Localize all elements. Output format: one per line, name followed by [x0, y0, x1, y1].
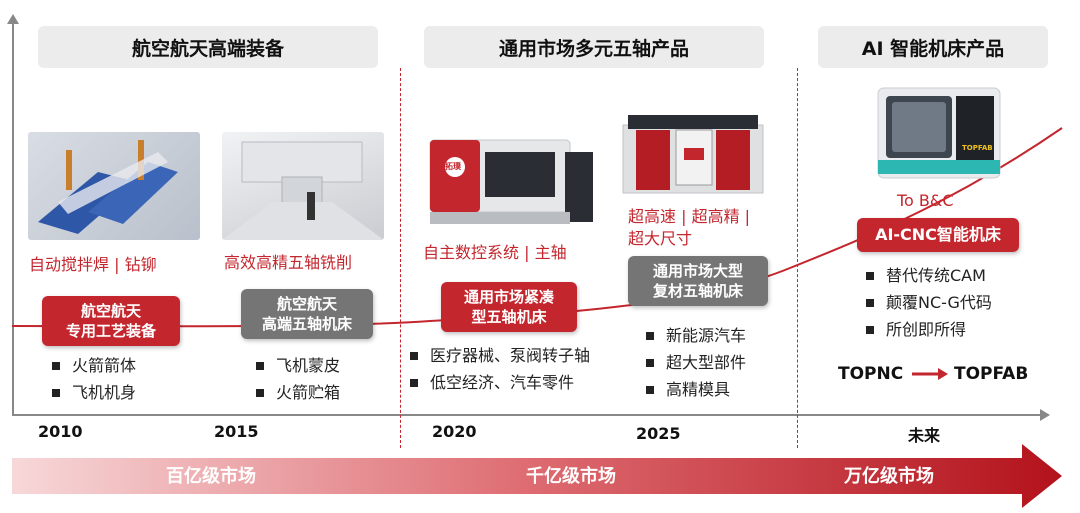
- list-item: 所创即所得: [866, 316, 992, 343]
- bullets-aerospace-five-axis: 飞机蒙皮 火箭贮箱: [256, 352, 340, 406]
- bullets-aerospace-process: 火箭箭体 飞机机身: [52, 352, 136, 406]
- market-arrow: [12, 444, 1062, 508]
- timeline-axis-arrow: [1040, 409, 1050, 421]
- feature-five-axis-milling: 高效高精五轴铣削: [224, 253, 353, 272]
- feature-cnc-system: 自主数控系统 | 主轴: [423, 243, 567, 262]
- vertical-axis-arrow: [7, 14, 19, 24]
- friction-welding-image: [28, 132, 200, 240]
- list-item: 火箭箭体: [52, 352, 136, 379]
- list-item: 替代传统CAM: [866, 262, 992, 289]
- bullets-large-composite: 新能源汽车 超大型部件 高精模具: [646, 322, 746, 403]
- milestone-ai-cnc: AI-CNC智能机床: [857, 218, 1019, 252]
- market-hundred-billion: 百亿级市场: [166, 466, 256, 487]
- milestone-aerospace-five-axis: 航空航天高端五轴机床: [241, 289, 373, 339]
- ai-cnc-machine-image: TOPFAB: [872, 82, 1006, 184]
- list-item: 颠覆NC-G代码: [866, 289, 992, 316]
- year-future: 未来: [908, 426, 941, 445]
- machine-logo-left: 拓璞: [445, 162, 461, 171]
- section-ai-machine: AI 智能机床产品: [818, 26, 1048, 68]
- year-2015: 2015: [214, 422, 259, 441]
- section-general-market: 通用市场多元五轴产品: [424, 26, 764, 68]
- list-item: 超大型部件: [646, 349, 746, 376]
- milestone-compact-five-axis: 通用市场紧凑型五轴机床: [441, 282, 577, 332]
- year-2025: 2025: [636, 424, 681, 443]
- year-2010: 2010: [38, 422, 83, 441]
- market-trillion: 千亿级市场: [526, 466, 616, 487]
- list-item: 低空经济、汽车零件: [410, 369, 590, 396]
- timeline-axis: [12, 414, 1042, 416]
- market-ten-trillion: 万亿级市场: [844, 466, 934, 487]
- list-item: 火箭贮箱: [256, 379, 340, 406]
- five-axis-milling-image: [222, 132, 384, 240]
- era-divider-2: [797, 68, 798, 448]
- list-item: 高精模具: [646, 376, 746, 403]
- brand-topnc: TOPNC: [838, 364, 904, 384]
- milestone-aerospace-process: 航空航天专用工艺装备: [42, 296, 180, 346]
- year-2020: 2020: [432, 422, 477, 441]
- milestone-large-composite: 通用市场大型复材五轴机床: [628, 256, 768, 306]
- vertical-axis: [12, 22, 14, 415]
- right-arrow-icon: [912, 368, 948, 380]
- list-item: 飞机机身: [52, 379, 136, 406]
- bullets-compact-five-axis: 医疗器械、泵阀转子轴 低空经济、汽车零件: [410, 342, 590, 396]
- large-composite-machine-image: [618, 100, 768, 200]
- list-item: 飞机蒙皮: [256, 352, 340, 379]
- feature-to-bc: To B&C: [897, 191, 954, 210]
- era-divider-1: [400, 68, 401, 448]
- section-aerospace: 航空航天高端装备: [38, 26, 378, 68]
- machine-logo-right: TOPFAB: [962, 144, 993, 152]
- list-item: 医疗器械、泵阀转子轴: [410, 342, 590, 369]
- feature-ultra-size: 超大尺寸: [628, 229, 693, 248]
- compact-five-axis-machine-image: 拓璞: [425, 122, 595, 230]
- brand-topfab: TOPFAB: [954, 364, 1029, 384]
- feature-friction-welding: 自动搅拌焊 | 钻铆: [29, 255, 157, 274]
- bullets-ai-cnc: 替代传统CAM 颠覆NC-G代码 所创即所得: [866, 262, 992, 343]
- list-item: 新能源汽车: [646, 322, 746, 349]
- feature-ultra-speed: 超高速 | 超高精 |: [628, 207, 751, 226]
